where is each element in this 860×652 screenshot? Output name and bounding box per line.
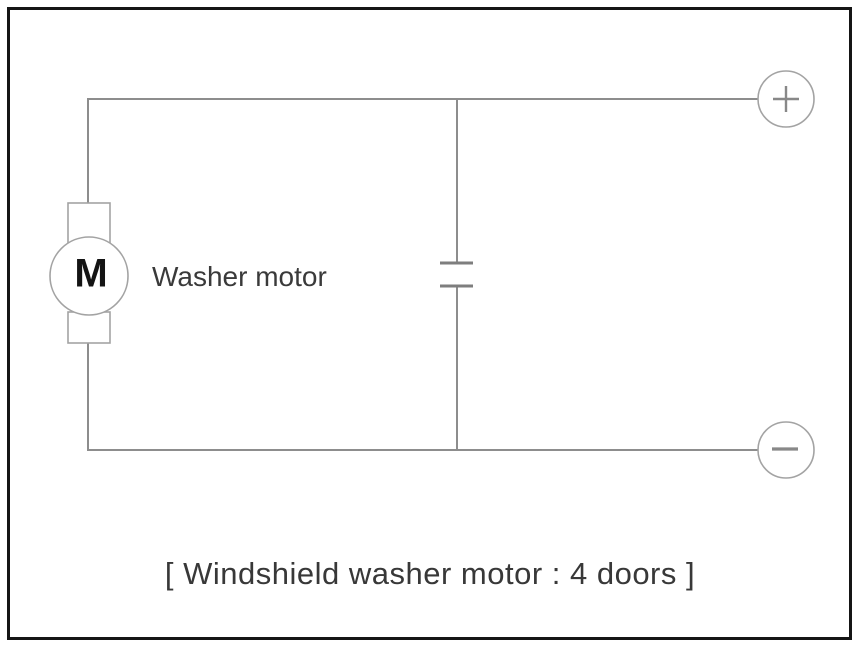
motor-symbol-letter: M	[74, 251, 108, 296]
negative-terminal	[757, 421, 815, 479]
diagram-border	[7, 7, 852, 640]
positive-terminal	[757, 70, 815, 128]
capacitor-icon	[440, 261, 473, 288]
motor-icon	[49, 202, 129, 344]
motor-brush-bottom	[67, 311, 111, 344]
wires	[87, 98, 758, 451]
motor-body-circle	[49, 236, 129, 316]
motor-label: Washer motor	[152, 261, 327, 292]
diagram-caption: [ Windshield washer motor : 4 doors ]	[164, 556, 696, 591]
plus-icon	[773, 86, 799, 112]
